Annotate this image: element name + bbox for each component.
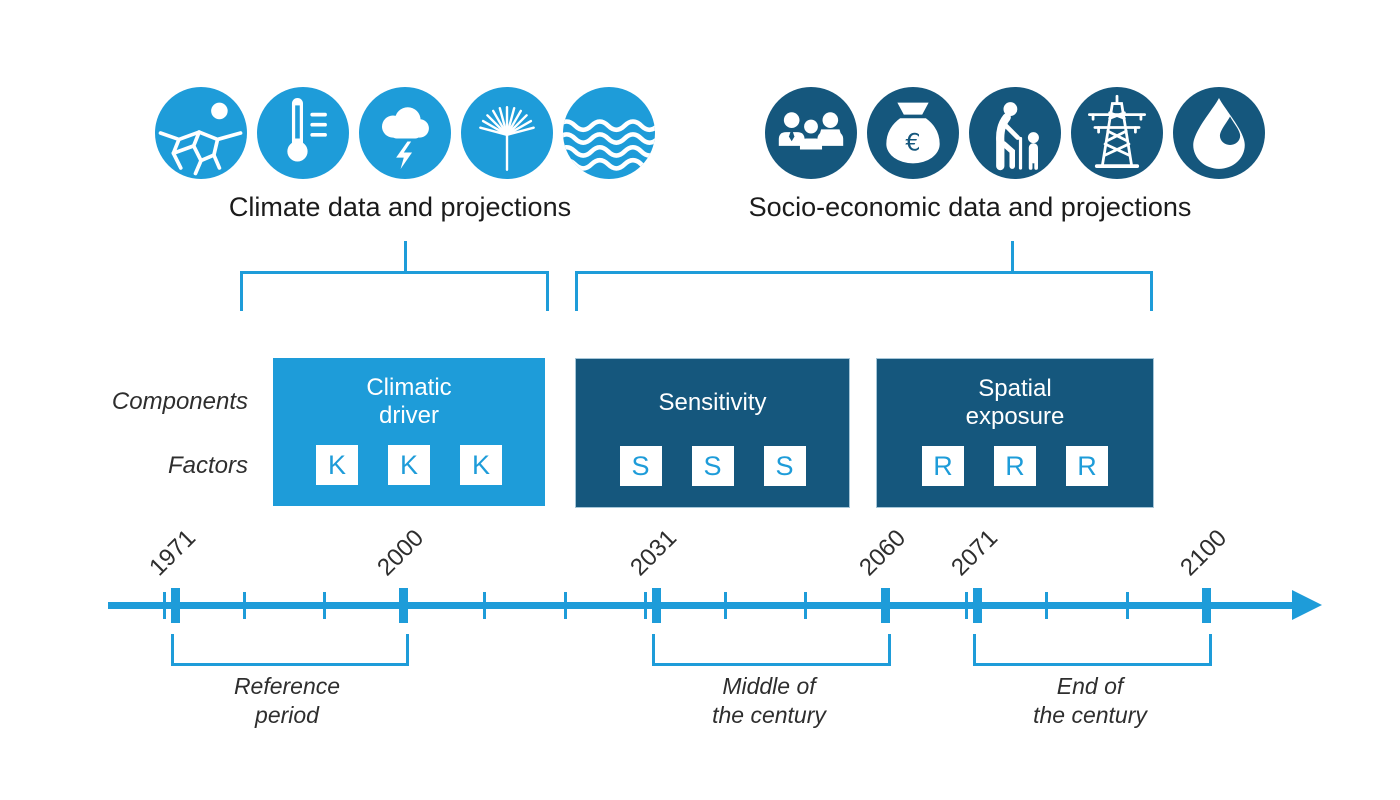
factor-row: R R R — [922, 446, 1108, 507]
decade-tick — [564, 592, 567, 619]
socio-bracket — [575, 271, 1153, 311]
decade-tick — [323, 592, 326, 619]
reference-period-label: Reference period — [202, 672, 372, 730]
palm-leaf-icon — [461, 87, 553, 179]
factor-K: K — [460, 445, 502, 485]
sensitivity-box: Sensitivity S S S — [575, 358, 850, 508]
socio-bracket-stem — [1011, 241, 1014, 272]
climatic-driver-box: Climatic driver K K K — [273, 358, 545, 506]
elderly-care-icon — [969, 87, 1061, 179]
box-title: Spatial exposure — [965, 374, 1065, 430]
factor-S: S — [619, 446, 662, 486]
period-line: period — [255, 701, 319, 728]
period-line: Reference — [233, 673, 341, 699]
storm-icon — [359, 87, 451, 179]
year-tick-2100 — [1202, 588, 1211, 623]
factor-R: R — [994, 446, 1036, 486]
period-line: End of — [1056, 673, 1124, 699]
year-label-2031: 2031 — [625, 524, 683, 582]
period-line: the century — [1033, 701, 1147, 728]
factors-row-label: Factors — [167, 452, 248, 479]
decade-tick — [483, 592, 486, 619]
middle-century-label: Middle of the century — [684, 672, 854, 730]
spatial-exposure-box: Spatial exposure R R R — [876, 358, 1154, 508]
timeline-arrowhead-icon — [1292, 590, 1322, 620]
decade-tick — [1045, 592, 1048, 619]
decade-tick — [724, 592, 727, 619]
factor-K: K — [388, 445, 430, 485]
decade-tick — [965, 592, 968, 619]
socio-group-label: Socio-economic data and projections — [748, 192, 1192, 222]
decade-tick — [1126, 592, 1129, 619]
factor-R: R — [1066, 446, 1108, 486]
year-tick-2071 — [973, 588, 982, 623]
year-tick-2031 — [652, 588, 661, 623]
middle-century-bracket — [652, 634, 891, 666]
climate-icon-row — [155, 87, 655, 179]
climate-bracket — [240, 271, 549, 311]
factor-K: K — [316, 445, 358, 485]
power-pylon-icon — [1071, 87, 1163, 179]
water-drop-icon — [1173, 87, 1265, 179]
money-bag-icon: € — [867, 87, 959, 179]
decade-tick — [804, 592, 807, 619]
factor-R: R — [922, 446, 964, 486]
end-century-bracket — [973, 634, 1212, 666]
box-title: Climatic driver — [366, 373, 452, 429]
year-label-1971: 1971 — [144, 524, 202, 582]
components-row-label: Components — [111, 388, 248, 415]
euro-symbol: € — [905, 128, 920, 156]
year-tick-2060 — [881, 588, 890, 623]
decade-tick — [163, 592, 166, 619]
thermometer-icon — [257, 87, 349, 179]
period-line: the century — [712, 701, 826, 728]
waves-icon — [563, 87, 655, 179]
year-label-2071: 2071 — [946, 524, 1004, 582]
climate-bracket-stem — [404, 241, 407, 272]
year-label-2000: 2000 — [372, 524, 430, 582]
factor-row: S S S — [619, 446, 806, 507]
reference-period-bracket — [171, 634, 409, 666]
factor-S: S — [691, 446, 734, 486]
population-icon — [765, 87, 857, 179]
year-tick-1971 — [171, 588, 180, 623]
year-label-2100: 2100 — [1175, 524, 1233, 582]
box-title: Sensitivity — [658, 388, 767, 416]
timeline-axis — [108, 602, 1296, 609]
decade-tick — [243, 592, 246, 619]
factor-row: K K K — [316, 445, 502, 506]
year-tick-2000 — [399, 588, 408, 623]
end-century-label: End of the century — [1005, 672, 1175, 730]
period-line: Middle of — [722, 673, 816, 699]
year-label-2060: 2060 — [854, 524, 912, 582]
climate-group-label: Climate data and projections — [228, 192, 572, 222]
drought-icon — [155, 87, 247, 179]
socio-icon-row: € — [765, 87, 1265, 179]
factor-S: S — [763, 446, 806, 486]
decade-tick — [644, 592, 647, 619]
